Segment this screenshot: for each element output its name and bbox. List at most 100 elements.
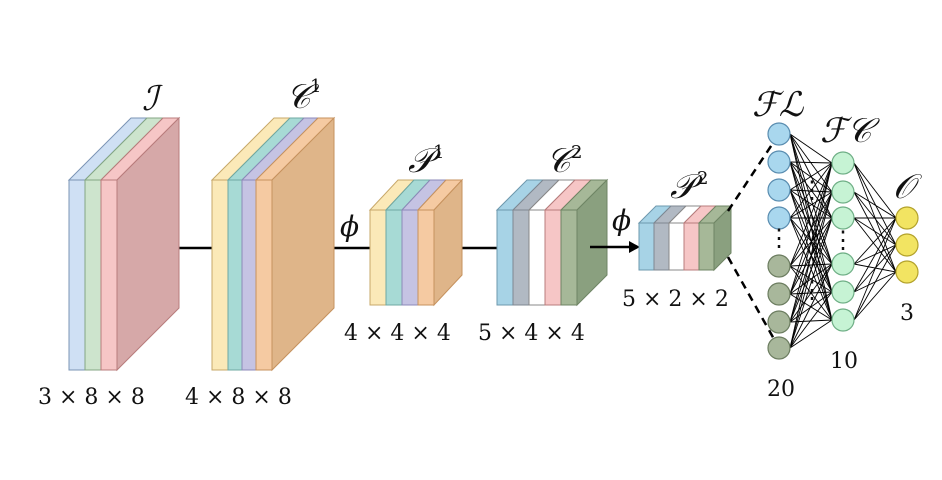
flatten-layer: ⋮ ℱℒ 20 <box>752 85 805 402</box>
pool1-slice-lavender <box>401 209 419 306</box>
arrowhead <box>629 241 640 253</box>
pool1-block: 𝒫 1 4 × 4 × 4 <box>344 141 498 346</box>
conv1-slice-lavender <box>241 179 257 371</box>
flatten-fc-edge <box>789 162 833 295</box>
fc-ellipsis-top: ⋮ <box>800 176 824 204</box>
flatten-fc-edge <box>789 319 833 349</box>
pool2-slice-sky <box>638 222 655 271</box>
pool2-slice-slate <box>653 222 670 271</box>
flatten-fc-edge <box>789 291 833 349</box>
fc-node <box>831 308 855 332</box>
flatten-node <box>767 178 791 202</box>
input-block: ℐ 3 × 8 × 8 <box>38 79 212 410</box>
conv1-dims: 4 × 8 × 8 <box>185 385 292 410</box>
flatten-fc-edge <box>789 263 833 323</box>
fc-output-edge <box>853 162 897 273</box>
conv1-block: 𝒞 1 4 × 8 × 8 <box>185 76 371 410</box>
conv1-superscript: 1 <box>310 76 321 97</box>
output-label: 𝒪 <box>893 167 922 207</box>
flatten-fc-edge <box>789 162 833 267</box>
flatten-fc-edge <box>789 189 833 265</box>
flatten-fc-edge <box>789 162 833 323</box>
flatten-fc-edge <box>789 263 833 349</box>
input-slice-blue <box>68 179 86 371</box>
fc-output-edge <box>853 244 897 321</box>
conv2-slice-sky <box>496 209 514 306</box>
fc-output-edge <box>853 217 897 321</box>
pool1-side-face <box>433 178 463 307</box>
flatten-node <box>767 282 791 306</box>
flatten-node <box>767 254 791 278</box>
conv2-slice-white <box>528 209 546 306</box>
fc-output-edge <box>853 217 897 293</box>
flatten-dash-bottom <box>726 256 781 349</box>
conv1-side-face <box>271 116 335 372</box>
fc-label: ℱ𝒞 <box>820 111 881 151</box>
output-node <box>895 206 919 230</box>
conv2-dims: 5 × 4 × 4 <box>478 321 585 346</box>
conv1-slice-yellow <box>211 179 229 371</box>
pool1-slice-teal <box>385 209 403 306</box>
pool1-slice-orange <box>417 209 435 306</box>
conv1-slice-orange <box>255 179 273 371</box>
pool2-slice-pink <box>683 222 700 271</box>
fc-output-edge <box>853 191 897 246</box>
fc-output-edge <box>853 162 897 246</box>
flatten-fc-edge <box>789 162 833 219</box>
flatten-node <box>767 310 791 334</box>
flatten-node <box>767 336 791 360</box>
input-symbol: ℐ <box>142 79 163 119</box>
flatten-fc-edge <box>789 161 833 164</box>
flatten-node <box>767 122 791 146</box>
conv2-slice-pink <box>544 209 562 306</box>
flatten-fc-edge <box>789 191 833 349</box>
pool2-block: 𝒫 2 5 × 2 × 2 <box>622 167 733 312</box>
fc-layer: ⋮ ⋮ ⋮ ℱ𝒞 10 <box>800 111 881 374</box>
output-node <box>895 233 919 257</box>
flatten-fc-edge <box>789 133 833 193</box>
fc-ellipsis-bottom: ⋮ <box>800 276 824 304</box>
fc-ellipsis-mid: ⋮ <box>831 226 855 254</box>
flatten-fc-edge <box>789 217 833 349</box>
pool1-dims: 4 × 4 × 4 <box>344 321 451 346</box>
fc-node <box>831 151 855 175</box>
pool2-slice-olive <box>698 222 715 271</box>
pool2-superscript: 2 <box>697 168 708 189</box>
pool1-superscript: 1 <box>433 142 444 163</box>
activation-phi-2: ϕ <box>612 204 631 237</box>
conv1-slice-teal <box>227 179 243 371</box>
output-count: 3 <box>900 301 914 326</box>
input-slice-green <box>84 179 102 371</box>
fc-edges <box>789 133 897 349</box>
flatten-fc-edge <box>789 133 833 164</box>
activation-phi-1: ϕ <box>340 210 359 243</box>
conv2-side-face <box>576 178 608 307</box>
fc-node <box>831 180 855 204</box>
flatten-fc-edge <box>789 263 833 267</box>
fc-output-edge <box>853 191 897 219</box>
fc-node <box>831 206 855 230</box>
flatten-node <box>767 150 791 174</box>
fc-output-edge <box>853 217 897 265</box>
fc-output-edge <box>853 162 897 219</box>
conv2-slice-slate <box>512 209 530 306</box>
fc-output-edge <box>853 217 897 273</box>
output-node <box>895 260 919 284</box>
input-dims: 3 × 8 × 8 <box>38 385 145 410</box>
fc-output-edge <box>853 217 897 246</box>
flatten-fc-edge <box>789 133 833 265</box>
flatten-count: 20 <box>767 377 795 402</box>
flatten-node <box>767 206 791 230</box>
flatten-fc-edge <box>789 191 833 219</box>
flatten-fc-edge <box>789 162 833 349</box>
input-side-face <box>116 116 180 372</box>
flatten-fc-edge <box>789 162 833 191</box>
input-slice-pink <box>100 179 118 371</box>
fc-node <box>831 252 855 276</box>
conv2-slice-olive <box>560 209 578 306</box>
pool2-side-face <box>713 204 732 272</box>
fc-count: 10 <box>830 349 858 374</box>
output-layer: 𝒪 3 <box>893 167 922 326</box>
flatten-ellipsis: ⋮ <box>767 224 791 252</box>
